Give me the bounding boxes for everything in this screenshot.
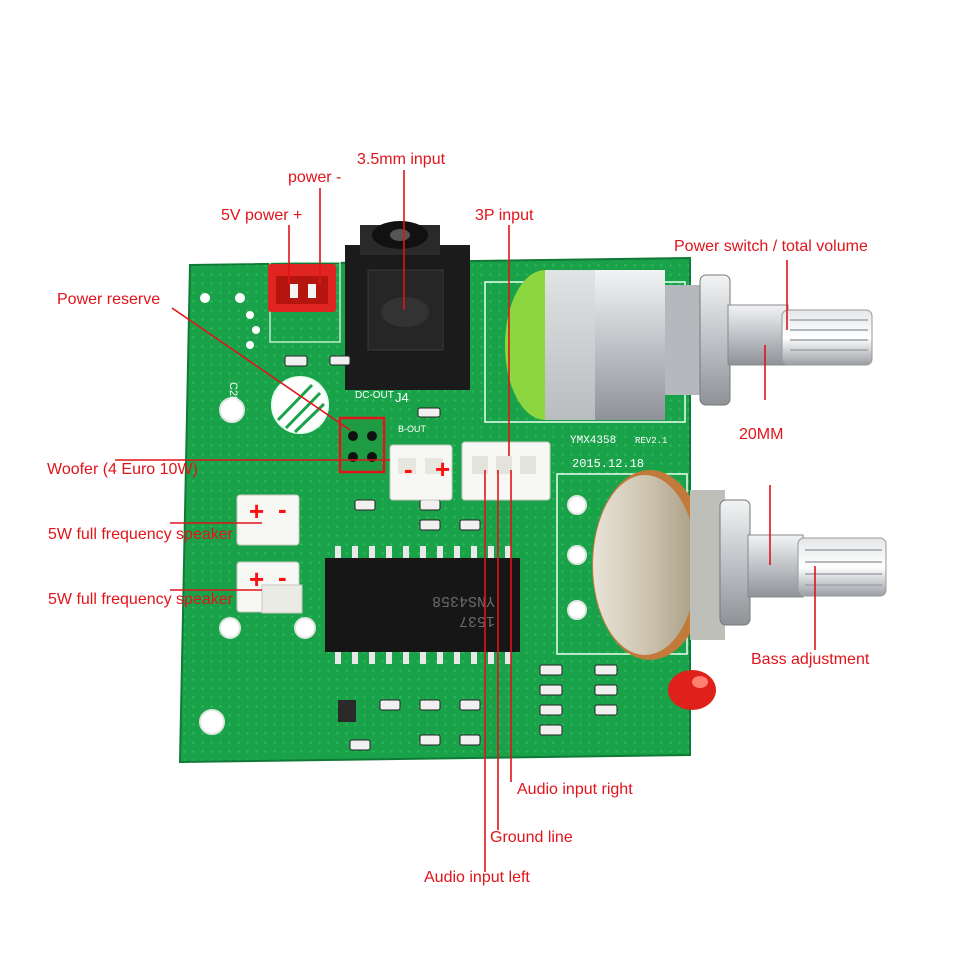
speaker2-plus-mark: + <box>249 564 265 594</box>
bass-potentiometer <box>592 470 887 660</box>
board-jack-label: J4 <box>395 390 409 405</box>
speaker1-plus-mark: + <box>249 496 265 526</box>
speaker-connector-1 <box>236 494 300 546</box>
power-led <box>668 670 716 710</box>
label-3-5mm-input: 3.5mm input <box>357 151 446 168</box>
label-5v-power-plus: 5V power + <box>221 207 303 224</box>
board-b-out: B-OUT <box>398 424 427 434</box>
board-model: YMX4358 <box>570 435 616 447</box>
label-20mm: 20MM <box>739 426 784 443</box>
label-3p-input: 3P input <box>475 207 534 224</box>
board-cap: C28 <box>227 382 239 402</box>
label-power-minus: power - <box>288 169 342 186</box>
capacitor-footprint <box>271 376 329 434</box>
board-dc-out: DC-OUT <box>355 390 394 401</box>
label-power-reserve: Power reserve <box>57 291 161 308</box>
speaker1-minus-mark: - <box>278 494 287 524</box>
label-power-switch-volume: Power switch / total volume <box>674 238 868 255</box>
label-woofer: Woofer (4 Euro 10W) <box>47 461 198 478</box>
smd-components <box>284 355 618 751</box>
chip-name: YNS4358 <box>432 592 495 609</box>
label-audio-input-right: Audio input right <box>517 781 633 798</box>
label-audio-input-left: Audio input left <box>424 869 530 886</box>
small-pads <box>200 293 260 349</box>
annotation-leaders <box>115 170 816 872</box>
label-bass-adjustment: Bass adjustment <box>751 651 870 668</box>
woofer-minus-mark: - <box>404 454 413 484</box>
amplifier-ic: 1537 YNS4358 <box>325 546 520 664</box>
mounting-holes <box>199 397 587 735</box>
power-reserve-pad <box>342 420 382 470</box>
board-date: 2015.12.18 <box>572 457 644 471</box>
volume-potentiometer <box>505 270 873 420</box>
board-revision: REV2.1 <box>635 436 667 446</box>
label-speaker-full-2: 5W full frequency speaker <box>48 591 233 608</box>
speaker2-minus-mark: - <box>278 562 287 592</box>
label-speaker-full-1: 5W full frequency speaker <box>48 526 233 543</box>
woofer-plus-mark: + <box>435 454 451 484</box>
label-ground-line: Ground line <box>490 829 573 846</box>
chip-marking: 1537 <box>459 612 495 629</box>
